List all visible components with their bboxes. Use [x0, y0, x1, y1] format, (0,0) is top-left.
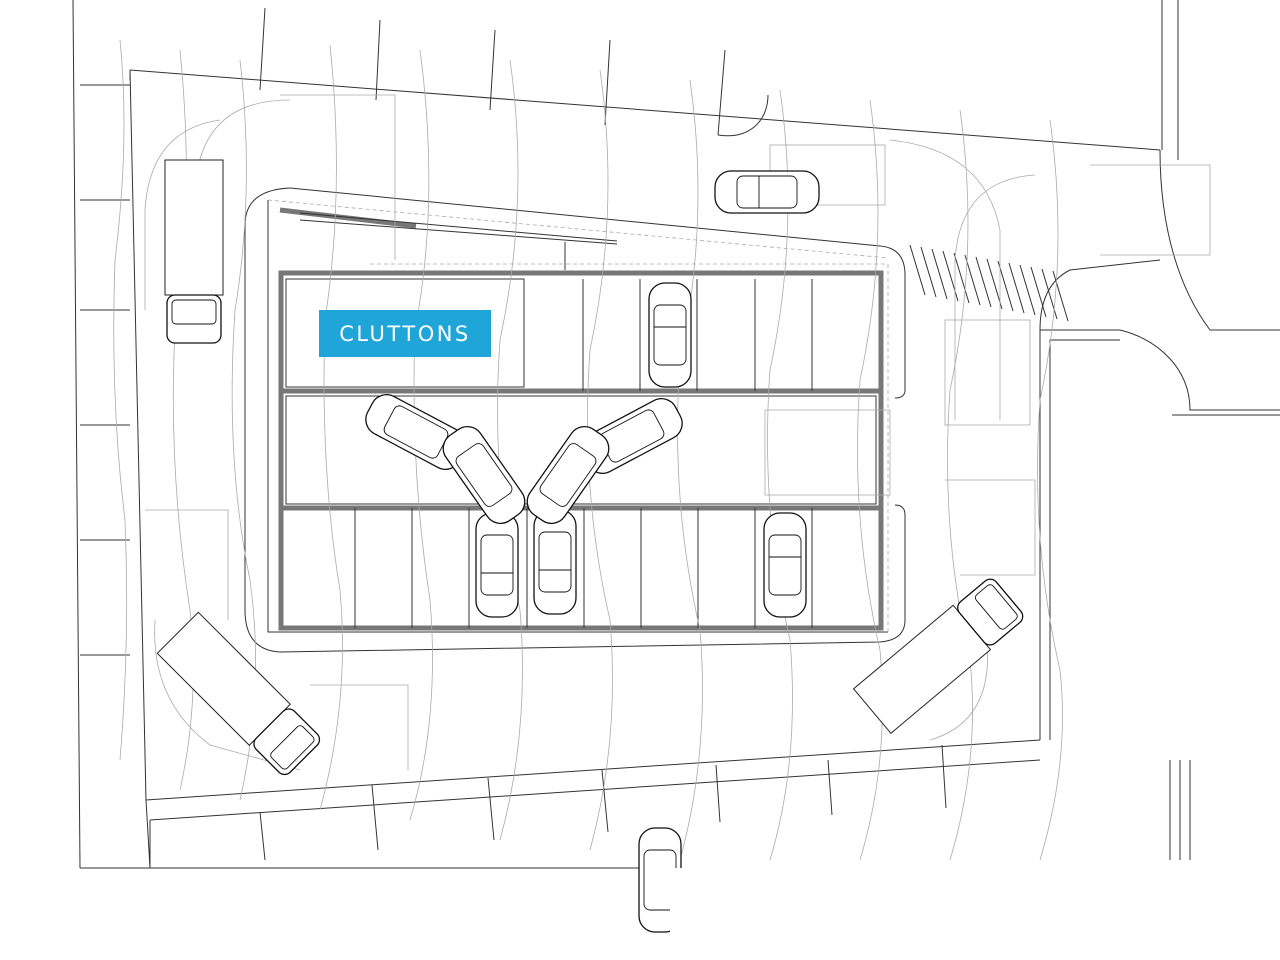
car-bay-row3-a	[475, 512, 519, 618]
perimeter-parking-bays	[80, 7, 1041, 869]
truck-bottom-right	[852, 578, 1024, 734]
parking-structure	[278, 270, 884, 631]
pedestrian-crossing	[909, 244, 1161, 331]
car-turning-left-2	[442, 425, 526, 525]
car-bay-row3-c	[763, 512, 807, 618]
truck-left-top	[164, 159, 224, 344]
truck-bottom-left	[156, 611, 321, 776]
car-bay-row1	[648, 282, 692, 388]
vehicle-swept-paths	[144, 94, 1211, 771]
car-top-right	[714, 170, 820, 214]
car-turning-right-2	[526, 425, 610, 525]
central-island	[244, 187, 906, 653]
blank-area	[670, 868, 1280, 960]
cluttons-logo: CLUTTONS	[319, 310, 491, 357]
site-boundary	[72, 0, 1280, 869]
car-bay-row3-b	[533, 509, 577, 615]
